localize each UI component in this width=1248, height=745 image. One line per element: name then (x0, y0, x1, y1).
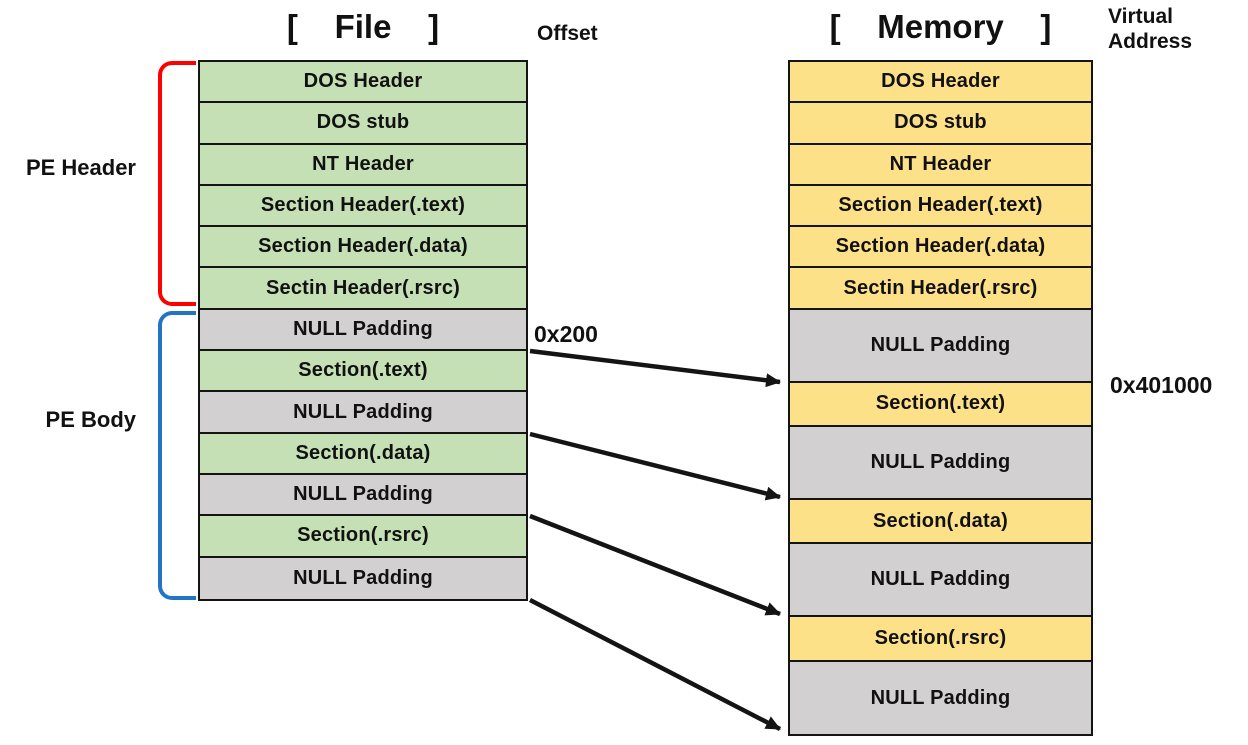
memory-row-dos-header: DOS Header (790, 62, 1091, 104)
memory-column-title: [ Memory ] (829, 8, 1052, 45)
pe-header-label: PE Header (25, 155, 136, 180)
file-row-section-rsrc: Section(.rsrc) (200, 516, 526, 558)
file-row-section-text: Section(.text) (200, 351, 526, 393)
memory-row-null-padding: NULL Padding (790, 661, 1091, 735)
file-row-section-header-text: Section Header(.text) (200, 185, 526, 228)
memory-row-null-padding: NULL Padding (790, 309, 1091, 383)
file-offset-value: 0x200 (534, 321, 598, 347)
file-row-dos-header: DOS Header (200, 62, 526, 104)
arrow-section-text-mapping (529, 348, 781, 388)
file-row-nt-header: NT Header (200, 144, 526, 186)
file-row-null-padding: NULL Padding (200, 557, 526, 599)
arrow-section-rsrc-mapping (529, 513, 781, 617)
file-row-section-header-data: Section Header(.data) (200, 227, 526, 269)
file-column-title: [ File ] (286, 8, 440, 45)
file-row-null-padding: NULL Padding (200, 392, 526, 434)
file-row-null-padding: NULL Padding (200, 474, 526, 517)
memory-row-section-header-data: Section Header(.data) (790, 227, 1091, 269)
pe-body-label: PE Body (45, 407, 136, 432)
memory-row-section-rsrc: Section(.rsrc) (790, 617, 1091, 662)
memory-row-nt-header: NT Header (790, 144, 1091, 186)
virtual-address-value: 0x401000 (1110, 372, 1213, 398)
arrow-image-end-mapping (528, 598, 782, 731)
memory-row-section-text: Section(.text) (790, 382, 1091, 428)
file-row-section-data: Section(.data) (200, 433, 526, 475)
offset-label: Offset (537, 22, 598, 45)
memory-row-section-header-text: Section Header(.text) (790, 185, 1091, 228)
file-row-dos-stub: DOS stub (200, 103, 526, 145)
pe-header-bracket (158, 61, 196, 306)
arrow-section-data-mapping (529, 431, 781, 501)
pe-body-bracket (158, 311, 196, 600)
memory-row-null-padding: NULL Padding (790, 427, 1091, 500)
virtual-address-label: Virtual Address (1108, 5, 1193, 53)
file-row-null-padding: NULL Padding (200, 309, 526, 352)
file-row-sectin-header-rsrc: Sectin Header(.rsrc) (200, 268, 526, 310)
memory-row-section-data: Section(.data) (790, 499, 1091, 545)
memory-row-null-padding: NULL Padding (790, 544, 1091, 618)
memory-row-dos-stub: DOS stub (790, 103, 1091, 145)
memory-row-sectin-header-rsrc: Sectin Header(.rsrc) (790, 268, 1091, 310)
